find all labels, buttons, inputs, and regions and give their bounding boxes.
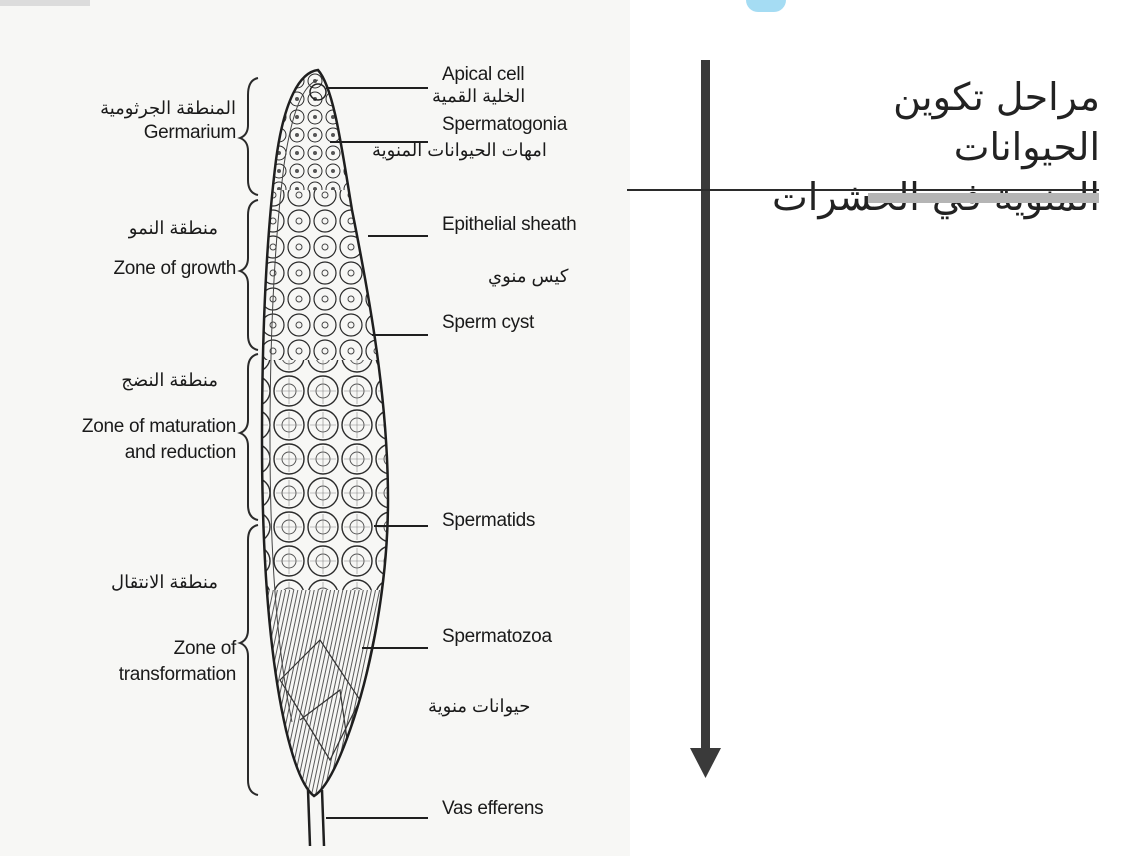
- follicle-interior: [250, 60, 400, 810]
- label-maturation-2: and reduction: [125, 442, 236, 464]
- label-vas-efferens: Vas efferens: [442, 798, 543, 820]
- label-apical-cell-ar: الخلية القمية: [432, 86, 525, 107]
- label-epithelial-sheath: Epithelial sheath: [442, 214, 576, 236]
- slide-title-line1: مراحل تكوين الحيوانات: [740, 72, 1100, 172]
- label-apical-cell: Apical cell: [442, 64, 524, 86]
- label-growth: Zone of growth: [113, 258, 236, 280]
- label-spermatozoa: Spermatozoa: [442, 626, 552, 648]
- label-transformation-2: transformation: [119, 664, 236, 686]
- title-underline-bar: [868, 193, 1099, 203]
- label-transformation-1: Zone of: [174, 638, 236, 660]
- zone-braces: [240, 78, 258, 795]
- label-sperm-cyst-ar: كيس منوي: [488, 266, 568, 287]
- label-maturation-ar: منطقة النضج: [121, 370, 218, 391]
- label-spermatids: Spermatids: [442, 510, 535, 532]
- label-growth-ar: منطقة النمو: [129, 218, 218, 239]
- label-maturation-1: Zone of maturation: [82, 416, 236, 438]
- label-germarium: Germarium: [144, 122, 236, 144]
- vas-efferens-duct: [308, 790, 324, 846]
- title-divider-line: [627, 189, 1099, 191]
- label-sperm-cyst: Sperm cyst: [442, 312, 534, 334]
- label-spermatogonia: Spermatogonia: [442, 114, 567, 136]
- label-spermatogonia-ar: امهات الحيوانات المنوية: [372, 140, 547, 161]
- down-arrow-icon: [690, 60, 721, 778]
- label-germarium-ar: المنطقة الجرثومية: [100, 98, 236, 119]
- label-transformation-ar: منطقة الانتقال: [111, 572, 218, 593]
- label-spermatozoa-ar: حيوانات منوية: [428, 696, 530, 717]
